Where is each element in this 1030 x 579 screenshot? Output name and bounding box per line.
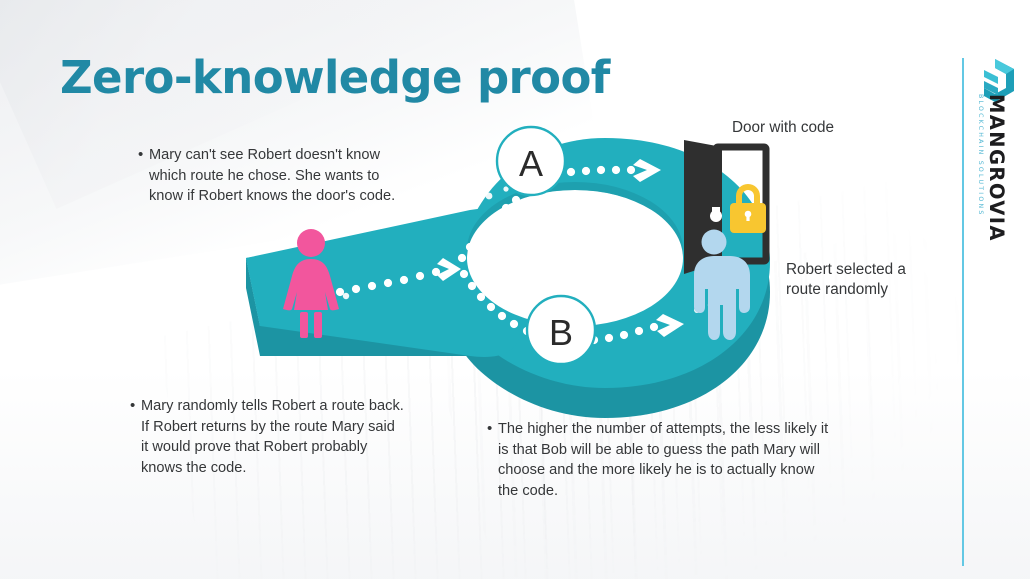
label-robert-selected-route: Robert selected a route randomly <box>786 261 906 298</box>
bullet-text: Mary can't see Robert doesn't know which… <box>149 147 396 204</box>
bullet-mary-tells-route: • Mary randomly tells Robert a route bac… <box>130 396 405 478</box>
brand-logo: MANGROVIA BLOCKCHAIN SOLUTIONS <box>966 52 1026 267</box>
route-a-letter: A <box>519 143 543 184</box>
right-rail-divider <box>962 58 964 566</box>
route-path-to-a <box>457 195 521 263</box>
bullet-text: The higher the number of attempts, the l… <box>498 421 829 499</box>
bullet-mary-cannot-see: • Mary can't see Robert doesn't know whi… <box>138 145 408 207</box>
mary-figure-icon <box>283 229 339 338</box>
route-marker-a: A <box>495 125 567 197</box>
background-soft-bottom <box>0 369 1030 579</box>
route-path-mary-to-fork <box>335 258 461 297</box>
route-b-letter: B <box>549 312 573 353</box>
logo-company-name: MANGROVIA <box>985 94 1008 242</box>
padlock-icon <box>730 184 766 233</box>
robert-figure-icon <box>694 207 750 340</box>
platform-inner-hole <box>467 182 683 326</box>
page-title: Zero-knowledge proof <box>60 51 610 104</box>
bullet-marker: • <box>130 397 136 414</box>
bullet-marker: • <box>487 420 493 437</box>
mangrovia-logo-mark-icon <box>984 59 1014 102</box>
bullet-higher-attempts: • The higher the number of attempts, the… <box>487 419 832 501</box>
route-path-a-to-door <box>566 159 661 182</box>
label-door-with-code: Door with code <box>732 119 835 136</box>
logo-text-block: MANGROVIA BLOCKCHAIN SOLUTIONS <box>976 94 1008 264</box>
bullet-text: Mary randomly tells Robert a route back.… <box>141 398 404 476</box>
bullet-marker: • <box>138 146 144 163</box>
logo-tagline: BLOCKCHAIN SOLUTIONS <box>977 94 984 217</box>
route-marker-b: B <box>525 294 597 366</box>
